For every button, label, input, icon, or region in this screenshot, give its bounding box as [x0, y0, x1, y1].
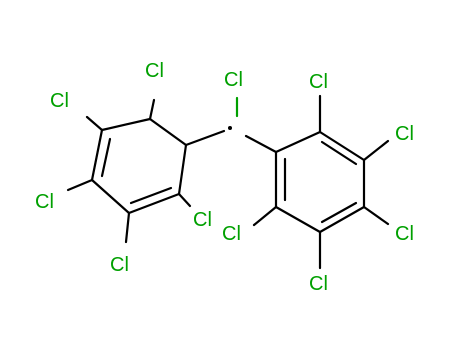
left-cl-bond-5 [177, 192, 192, 208]
central-cl-label: Cl [224, 69, 243, 91]
left-ring-bond-6 [177, 143, 188, 196]
central-to-right-ring-bond [244, 134, 278, 154]
left-cl-label-1: Cl [145, 60, 164, 82]
left-ring-bond-5 [127, 192, 181, 215]
substituent-bonds [66, 94, 390, 270]
left-cl-bond-4 [124, 211, 131, 244]
left-cl-label-3: Cl [35, 191, 54, 213]
left-cl-bond-1 [148, 98, 156, 121]
left-ring-bond-4 [90, 178, 131, 215]
right-cl-bond-3 [362, 205, 390, 226]
left-cl-label-5: Cl [193, 209, 212, 231]
right-cl-label-1: Cl [309, 71, 328, 93]
chlorine-labels: Cl Cl Cl Cl Cl Cl Cl Cl Cl Cl Cl [35, 60, 414, 295]
right-cl-label-4: Cl [309, 273, 328, 295]
right-ring-bond-5 [274, 205, 322, 234]
central-carbon-bonds [184, 96, 278, 154]
right-cl-bond-2 [362, 139, 390, 162]
left-cl-bond-2 [85, 115, 104, 132]
radical-dot-1 [228, 126, 232, 130]
right-ring [274, 130, 366, 234]
left-ring [90, 117, 188, 215]
right-ring-bond-4-inner [320, 201, 358, 224]
left-ring-to-central-bond [184, 129, 226, 147]
right-ring-bond-2-inner [320, 140, 358, 166]
left-ring-bond-5-inner [129, 186, 173, 205]
right-ring-bond-1 [274, 130, 322, 154]
right-cl-bond-5 [252, 205, 278, 227]
left-ring-bond-3-inner [100, 137, 112, 178]
right-ring-bond-2 [318, 130, 366, 162]
right-cl-label-3: Cl [395, 223, 414, 245]
left-ring-bond-1 [148, 117, 188, 147]
left-cl-label-4: Cl [110, 254, 129, 276]
left-ring-bond-3 [90, 128, 104, 182]
right-cl-label-5: Cl [222, 223, 241, 245]
left-cl-label-2: Cl [50, 90, 69, 112]
central-carbon: C [228, 126, 232, 130]
right-cl-label-2: Cl [395, 123, 414, 145]
left-ring-bond-2 [100, 117, 152, 132]
left-cl-bond-3 [66, 178, 94, 192]
right-ring-bond-4 [318, 205, 366, 234]
